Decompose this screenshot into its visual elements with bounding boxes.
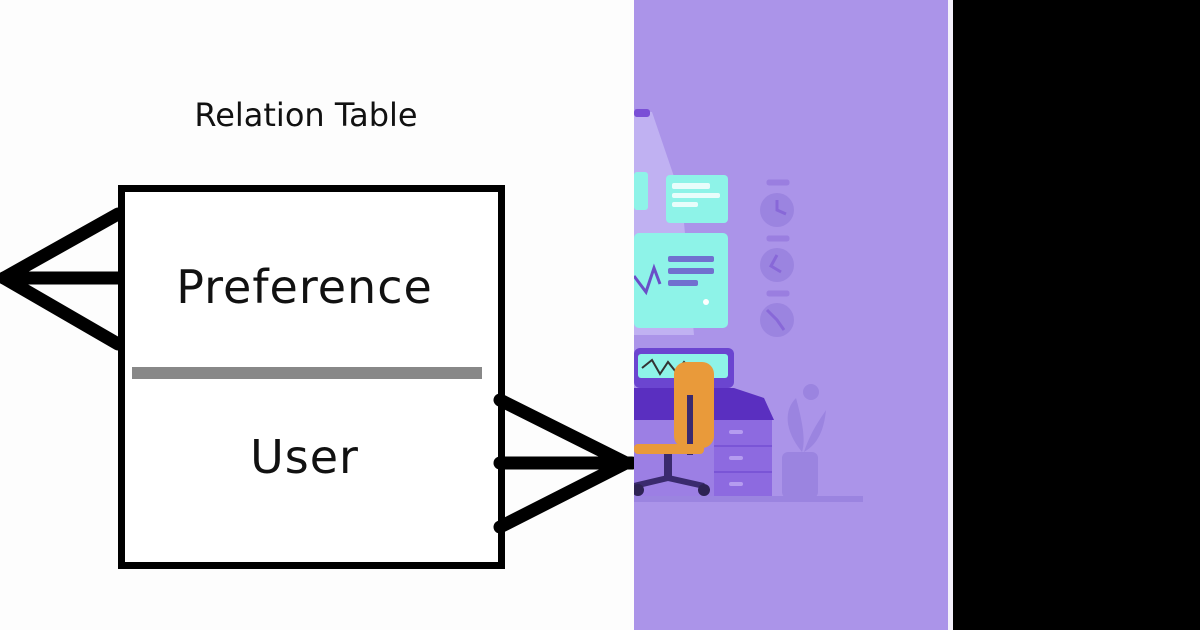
small-screen-left — [634, 172, 648, 210]
small-screen-top — [666, 175, 728, 223]
entity-label-top: Preference — [176, 260, 433, 314]
diagram-panel: Relation Table Preference User — [0, 96, 634, 569]
office-illustration-art — [634, 109, 863, 502]
right-crows-foot-upper — [493, 393, 633, 470]
main-monitor — [634, 233, 728, 328]
office-illustration — [634, 0, 950, 630]
plant — [782, 384, 826, 498]
office-chair — [634, 362, 714, 496]
black-panel — [953, 0, 1200, 630]
panel-edge — [948, 0, 953, 630]
wall-clocks — [760, 179, 794, 337]
right-crows-foot-lower — [493, 456, 633, 534]
entity-label-bottom: User — [250, 430, 359, 484]
left-crows-foot-lower — [0, 271, 125, 351]
left-crows-foot — [0, 207, 125, 351]
floor-line — [634, 496, 863, 502]
relation-connectors — [0, 207, 634, 534]
entity-divider — [132, 367, 482, 379]
right-crows-foot — [493, 393, 634, 534]
diagram-title: Relation Table — [194, 96, 418, 134]
lamp-bar — [634, 109, 650, 117]
left-crows-foot-upper — [0, 207, 125, 285]
